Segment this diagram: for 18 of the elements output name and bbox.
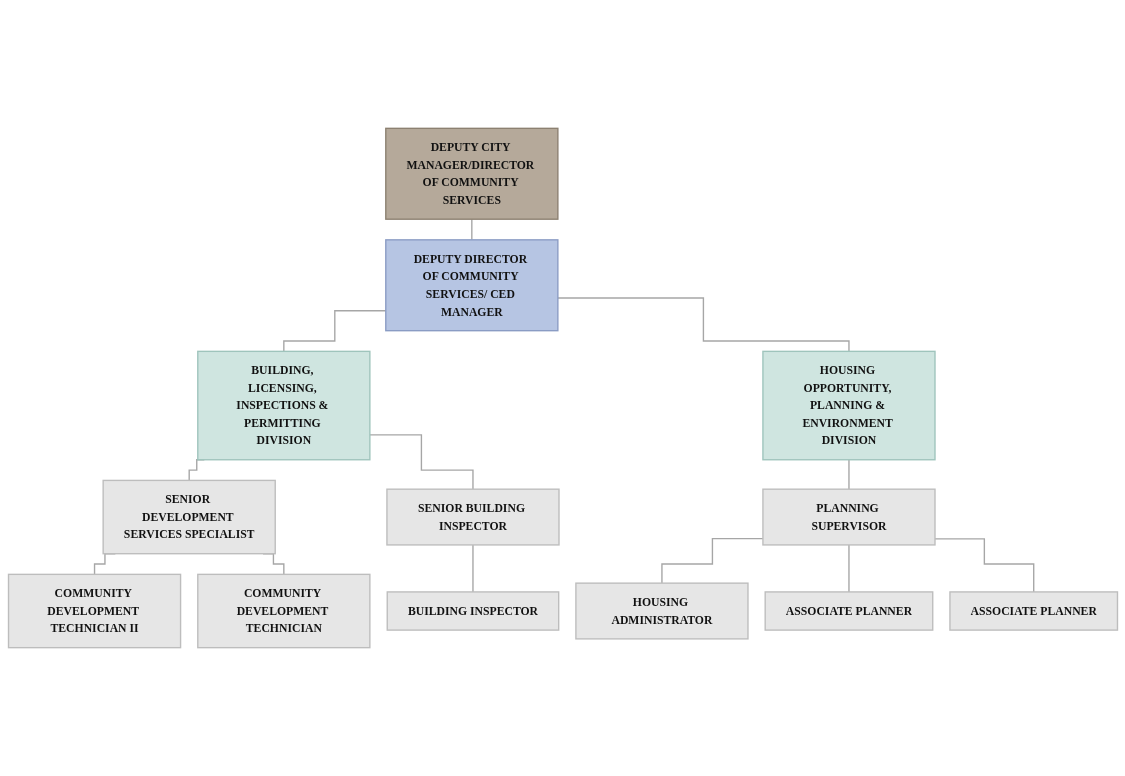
node-box: COMMUNITY DEVELOPMENT TECHNICIAN <box>196 573 371 649</box>
connector <box>471 544 474 593</box>
node-box: DEPUTY DIRECTOR OF COMMUNITY SERVICES/ CED MANAGER <box>384 239 559 332</box>
node-box: SENIOR BUILDING INSPECTOR <box>385 488 560 546</box>
node-box: PLANNING SUPERVISOR <box>761 488 936 546</box>
node-box: DEPUTY CITY MANAGER/DIRECTOR OF COMMUNITY SERVICES <box>384 127 559 220</box>
node-box: ASSOCIATE PLANNER <box>764 591 933 631</box>
connector <box>847 459 850 490</box>
node-box: BUILDING, LICENSING, INSPECTIONS & PERMITTING DIVISION <box>196 350 371 461</box>
connector <box>847 544 850 593</box>
connector <box>282 310 386 353</box>
node-box: HOUSING ADMINISTRATOR <box>574 582 749 640</box>
node-box: COMMUNITY DEVELOPMENT TECHNICIAN II <box>7 573 181 649</box>
node-box: ASSOCIATE PLANNER <box>948 591 1118 631</box>
node-box: BUILDING INSPECTOR <box>386 591 559 631</box>
connector <box>470 218 472 241</box>
node-box: HOUSING OPPORTUNITY, PLANNING & ENVIRONMENT DIVISION <box>761 350 936 461</box>
node-box: SENIOR DEVELOPMENT SERVICES SPECIALIST <box>101 479 276 555</box>
